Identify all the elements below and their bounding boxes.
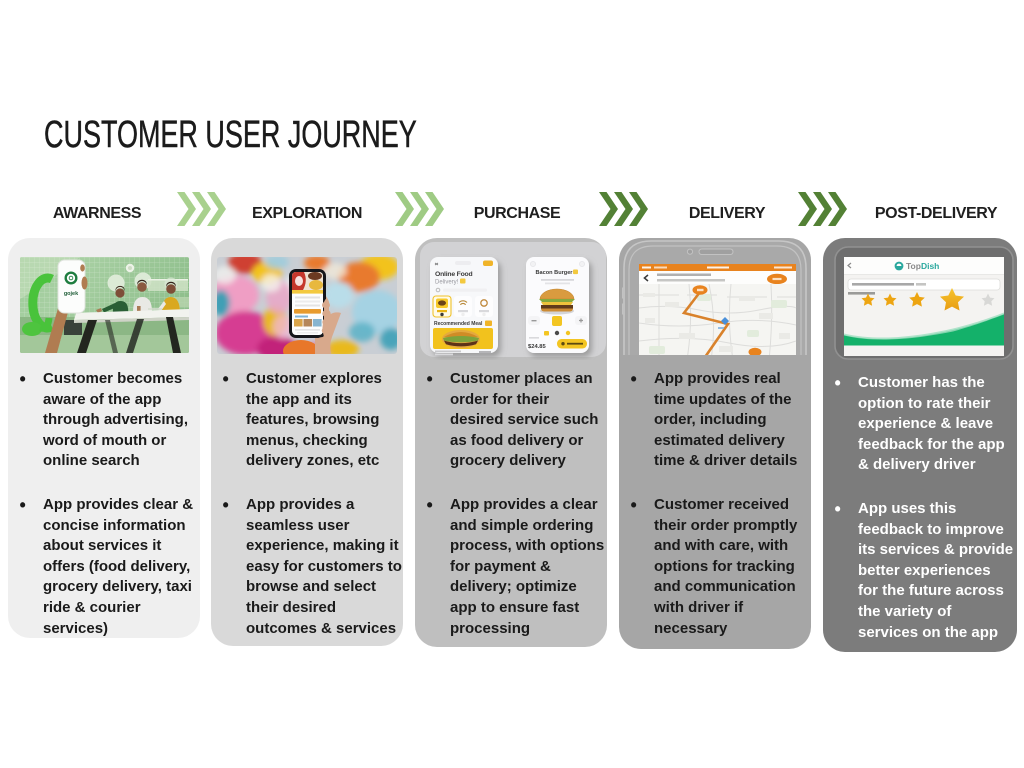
svg-text:Bacon Burger: Bacon Burger — [536, 270, 574, 276]
svg-text:Online Food: Online Food — [435, 271, 472, 278]
svg-text:Delivery!: Delivery! — [435, 280, 459, 286]
svg-text:gojek: gojek — [64, 291, 79, 297]
svg-text:$24.85: $24.85 — [528, 344, 547, 350]
svg-text:Recommended Meal: Recommended Meal — [434, 321, 483, 327]
svg-text:TopDish: TopDish — [906, 261, 939, 271]
